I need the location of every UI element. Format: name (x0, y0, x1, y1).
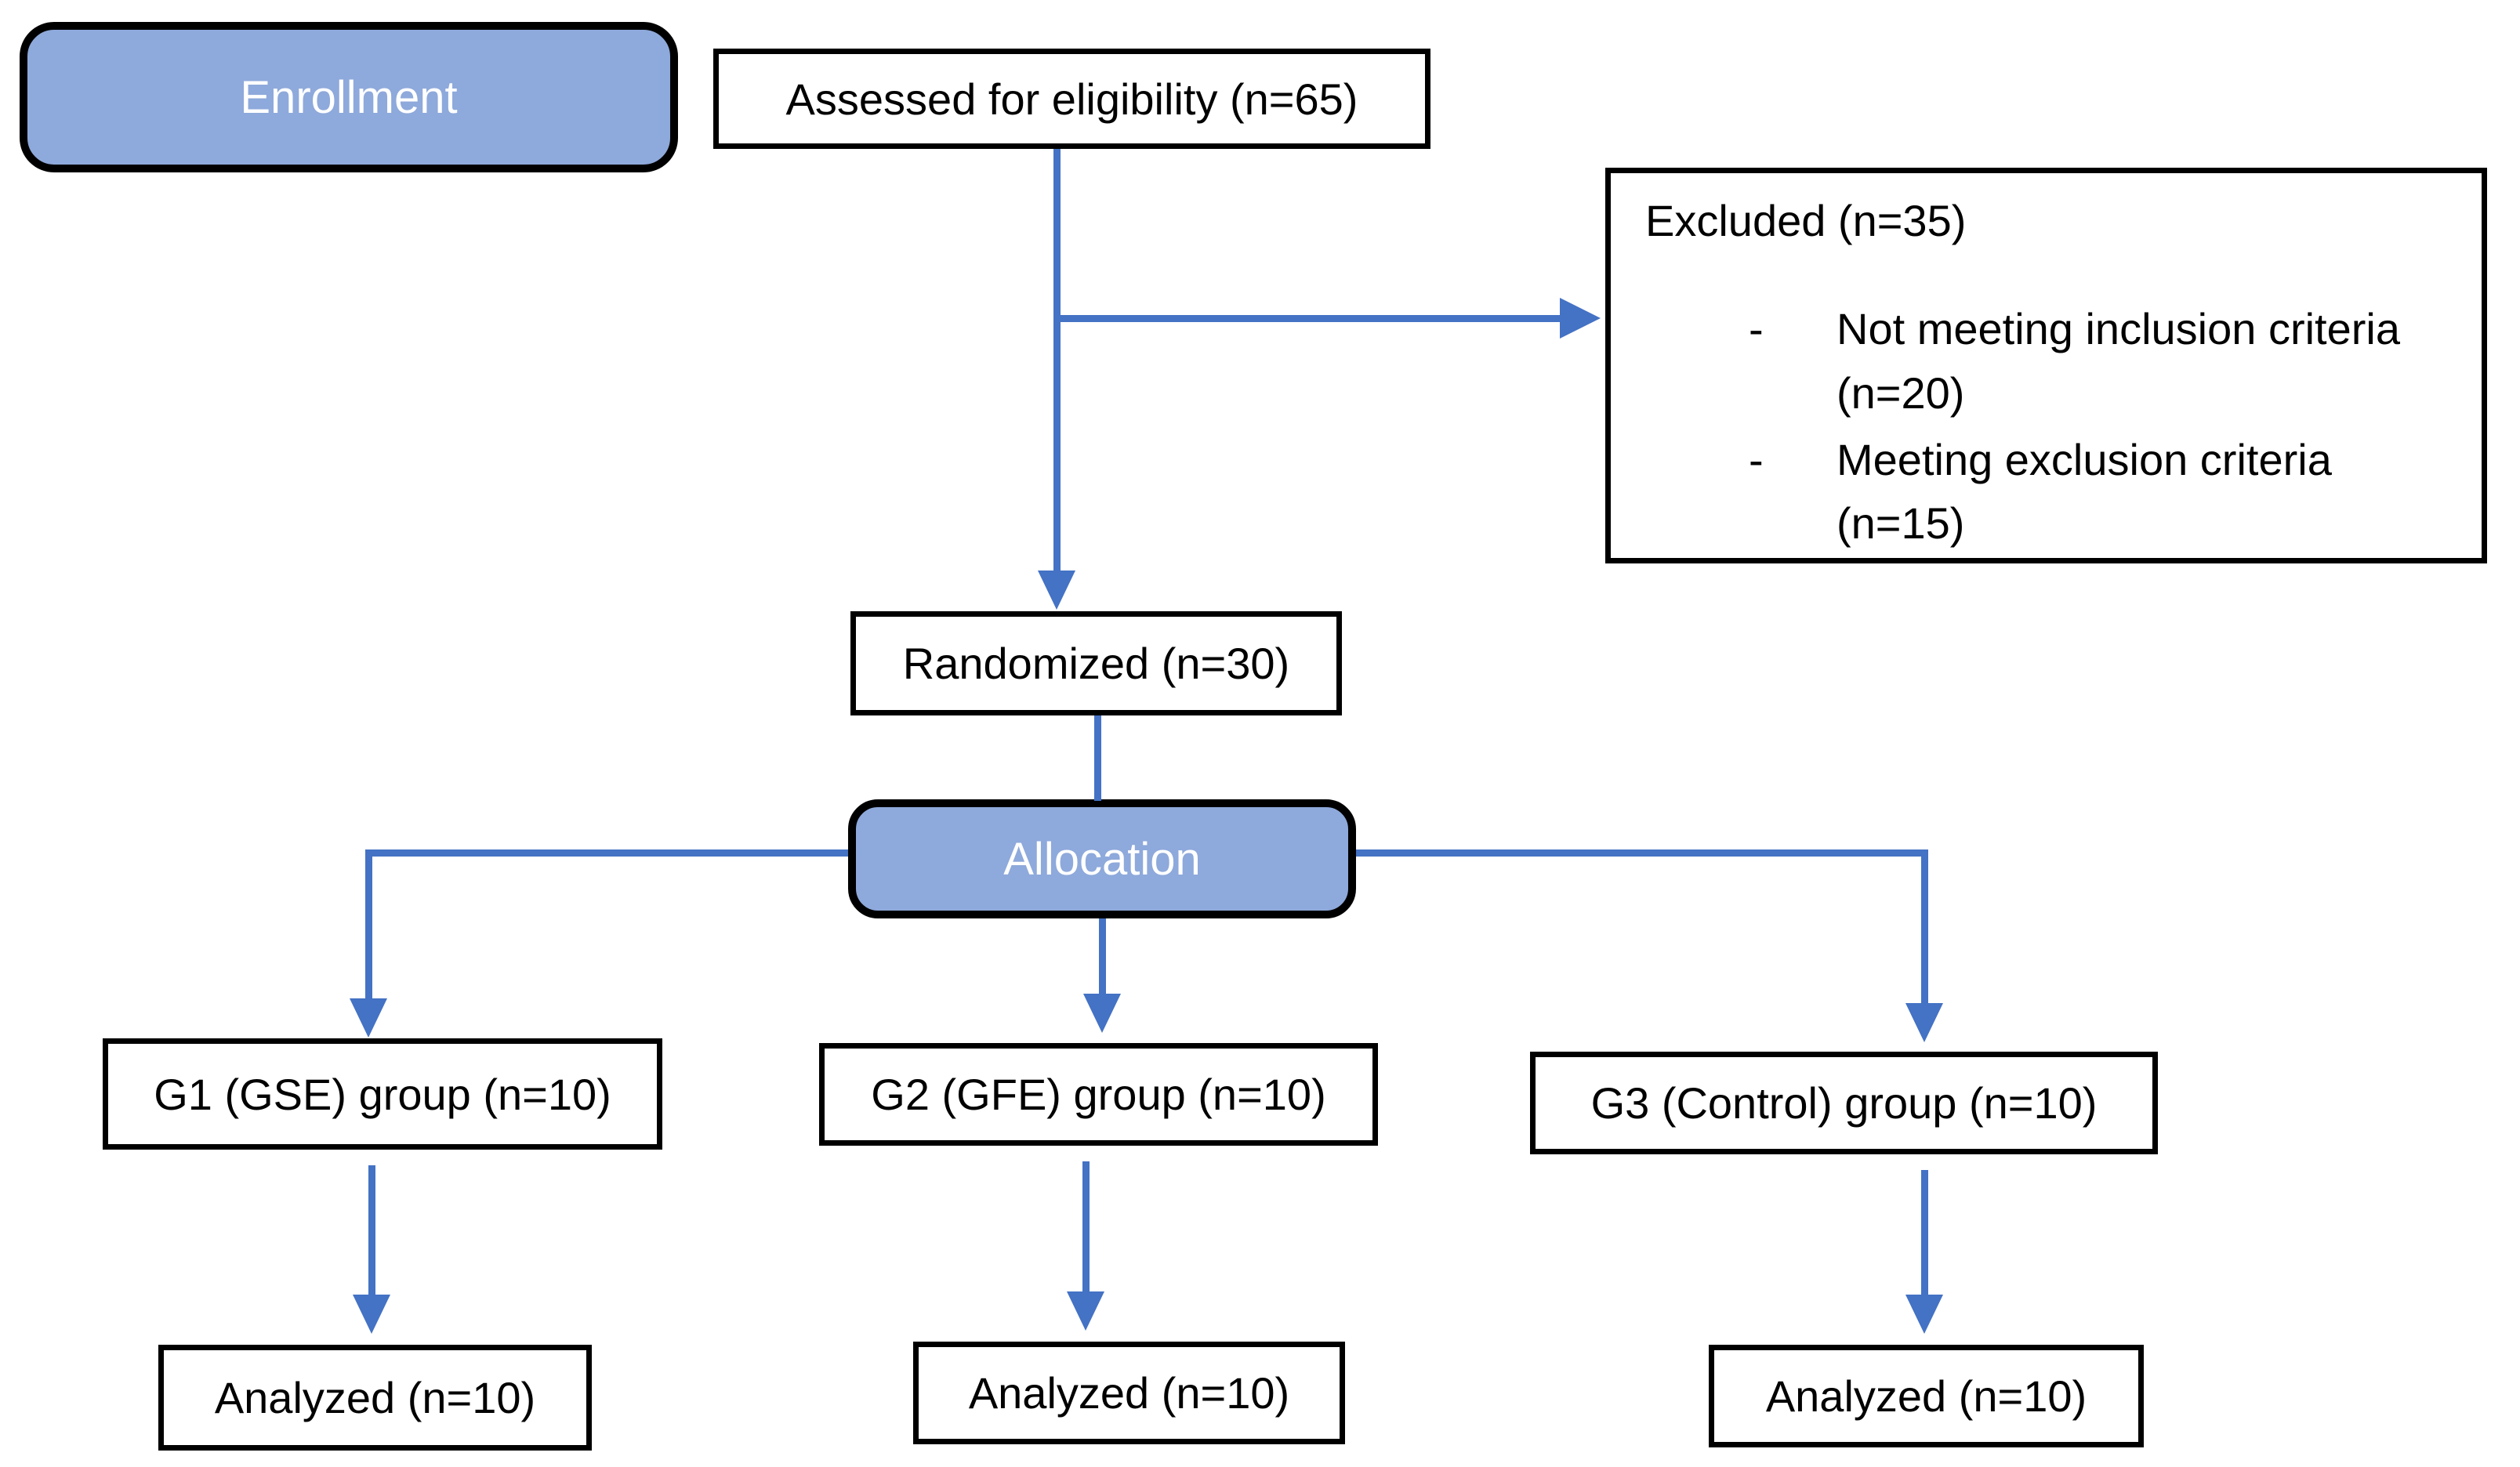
enrollment-stage-box: Enrollment (20, 22, 678, 172)
excluded-item-text: Meeting exclusion criteria (n=15) (1837, 434, 2332, 548)
connector-allocation-left-h (365, 849, 848, 857)
arrowhead-analyzed3 (1905, 1295, 1943, 1334)
arrowhead-analyzed1 (353, 1295, 390, 1334)
bullet-dash: - (1749, 304, 1764, 354)
arrowhead-group2 (1083, 994, 1121, 1033)
connector-allocation-right-h (1356, 849, 1928, 857)
arrowhead-randomized (1038, 570, 1075, 610)
arrowhead-group3 (1905, 1003, 1943, 1042)
connector-allocation-left-v (365, 849, 372, 1000)
excluded-item: - Meeting exclusion criteria (n=15) (1749, 428, 2423, 555)
connector-randomized-allocation (1094, 715, 1101, 801)
arrowhead-group1 (350, 998, 387, 1038)
group1-label: G1 (GSE) group (n=10) (154, 1069, 611, 1119)
connector-group2-analyzed (1082, 1161, 1090, 1293)
assessed-box: Assessed for eligibility (n=65) (713, 49, 1430, 149)
enrollment-label: Enrollment (240, 71, 458, 123)
group2-label: G2 (GFE) group (n=10) (871, 1070, 1326, 1119)
analyzed-group1-label: Analyzed (n=10) (214, 1373, 536, 1422)
analyzed-group2-label: Analyzed (n=10) (968, 1368, 1290, 1418)
connector-group3-analyzed (1921, 1170, 1928, 1296)
excluded-item-text: Not meeting inclusion criteria (n=20) (1837, 304, 2400, 418)
connector-excluded (1060, 315, 1560, 322)
allocation-stage-box: Allocation (848, 799, 1356, 918)
connector-allocation-mid (1099, 918, 1106, 995)
excluded-item: - Not meeting inclusion criteria (n=20) (1749, 297, 2423, 424)
group3-box: G3 (Control) group (n=10) (1530, 1052, 2158, 1154)
analyzed-group2-box: Analyzed (n=10) (913, 1342, 1345, 1444)
group2-box: G2 (GFE) group (n=10) (819, 1043, 1378, 1146)
analyzed-group3-label: Analyzed (n=10) (1765, 1371, 2087, 1421)
arrowhead-excluded (1560, 298, 1601, 339)
connector-assessed-randomized (1053, 149, 1061, 572)
randomized-box: Randomized (n=30) (850, 611, 1342, 715)
connector-group1-analyzed (368, 1165, 375, 1296)
excluded-list: - Not meeting inclusion criteria (n=20) … (1645, 297, 2423, 558)
group3-label: G3 (Control) group (n=10) (1590, 1078, 2098, 1128)
assessed-label: Assessed for eligibility (n=65) (785, 74, 1358, 124)
group1-box: G1 (GSE) group (n=10) (103, 1038, 662, 1150)
connector-allocation-right-v (1921, 849, 1928, 1005)
analyzed-group1-box: Analyzed (n=10) (158, 1345, 592, 1451)
analyzed-group3-box: Analyzed (n=10) (1709, 1345, 2144, 1447)
excluded-box: Excluded (n=35) - Not meeting inclusion … (1605, 168, 2487, 563)
bullet-dash: - (1749, 434, 1764, 484)
randomized-label: Randomized (n=30) (902, 639, 1290, 688)
arrowhead-analyzed2 (1067, 1291, 1104, 1331)
excluded-title: Excluded (n=35) (1645, 196, 1967, 245)
allocation-label: Allocation (1003, 833, 1201, 885)
